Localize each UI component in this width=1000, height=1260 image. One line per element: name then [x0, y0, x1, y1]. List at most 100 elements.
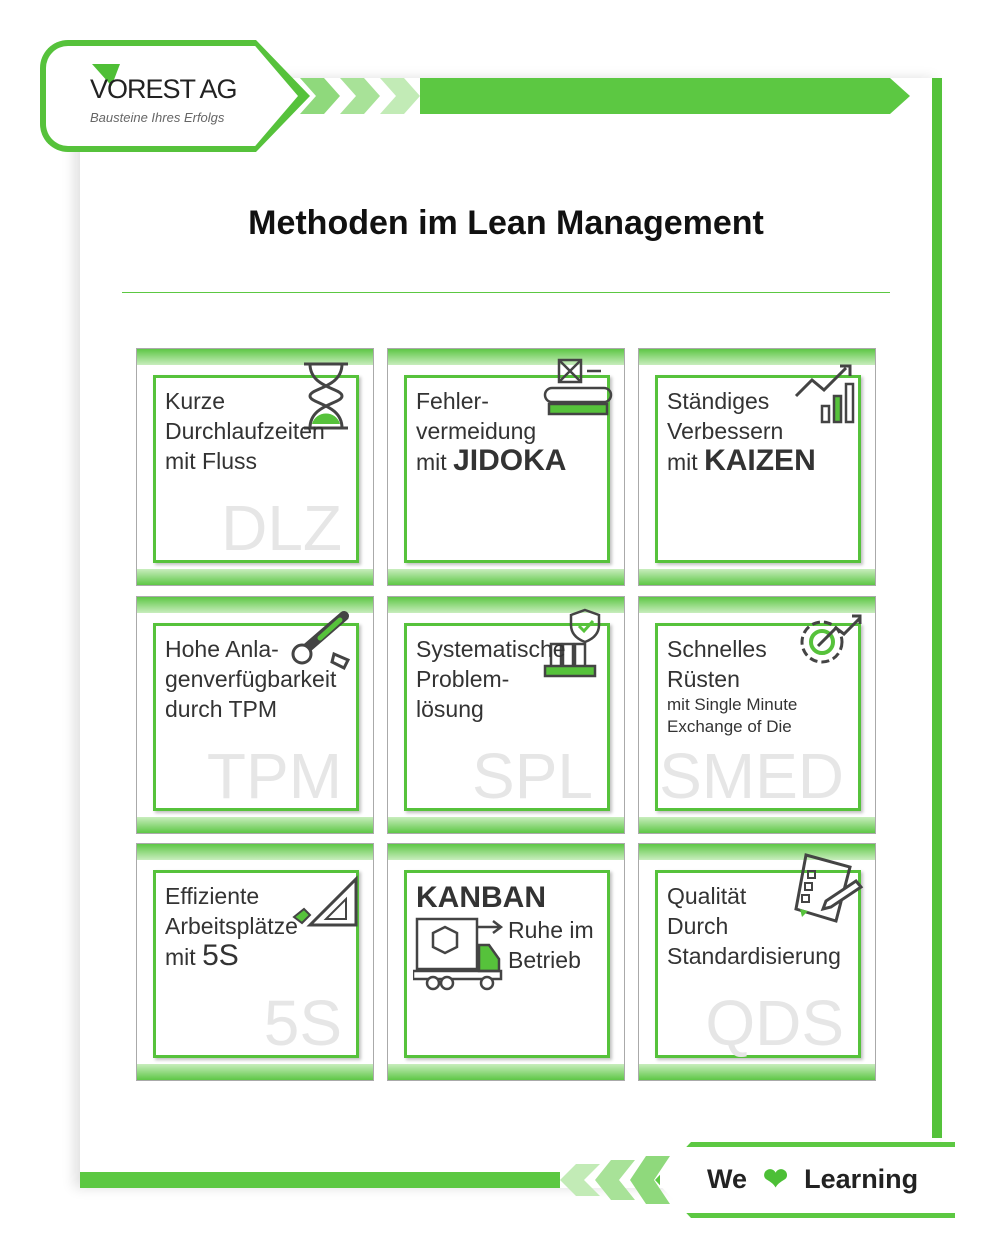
tile-line-text: Durch — [667, 913, 729, 939]
tile-watermark — [658, 496, 858, 560]
tile-line: genverfügbarkeit — [165, 664, 352, 694]
tile-line-text: Verbessern — [667, 418, 784, 444]
tile-line: mit KAIZEN — [667, 446, 854, 477]
page-title: Methoden im Lean Management — [248, 204, 764, 242]
tile-line: vermeidung — [416, 416, 603, 446]
tile-line: Qualität — [667, 881, 854, 911]
tile-line-text: Rüsten — [667, 666, 740, 692]
tile-line-text: Fehler- — [416, 388, 489, 414]
tile-band-top — [639, 349, 875, 365]
footer-we: We — [707, 1164, 748, 1194]
tile-line-text: Qualität — [667, 883, 747, 909]
tile-line-text: Exchange of Die — [667, 717, 792, 736]
tile-line-text: Ruhe im — [508, 917, 594, 943]
logo-banner — [40, 40, 305, 152]
tile-watermark: QDS — [705, 987, 844, 1059]
tile-line: Ruhe im — [416, 915, 603, 945]
tile-line-text: durch TPM — [165, 696, 278, 722]
tile-line: lösung — [416, 694, 603, 724]
tile-line: Schnelles — [667, 634, 854, 664]
tile-watermark — [407, 991, 607, 1055]
tile-band-bottom — [137, 817, 373, 833]
truck-box-icon — [413, 917, 503, 991]
tile-line-text: Problem- — [416, 666, 510, 692]
tile-band-bottom — [639, 569, 875, 585]
divider — [122, 292, 890, 293]
tile-watermark — [407, 496, 607, 560]
checklist-pen-icon — [794, 853, 864, 923]
tile-line-strong: 5S — [202, 939, 239, 972]
tile-line: Kurze — [165, 386, 352, 416]
tile-band-bottom — [388, 569, 624, 585]
tile-band-top — [137, 349, 373, 365]
tile-line: Ständiges — [667, 386, 854, 416]
wrench-icon — [291, 611, 351, 671]
tile-line-text: Durchlaufzeiten — [165, 418, 325, 444]
tile-line-text: mit — [416, 449, 454, 475]
tile-line-text: Ständiges — [667, 388, 770, 414]
tile-line-text: Betrieb — [508, 947, 581, 973]
tile-band-top — [639, 844, 875, 860]
tile-line: Effiziente — [165, 881, 352, 911]
footer-banner — [655, 1142, 955, 1218]
tile-line-text: Arbeitsplätze — [165, 913, 298, 939]
conveyor-icon — [543, 358, 613, 416]
tile-line: Fehler- — [416, 386, 603, 416]
tile-watermark: 5S — [263, 987, 342, 1059]
tile-line: mit JIDOKA — [416, 446, 603, 477]
tile-band-bottom — [388, 817, 624, 833]
tile-line: durch TPM — [165, 694, 352, 724]
tile-line: KANBAN — [416, 881, 603, 915]
footer-learning: Learning — [804, 1164, 919, 1194]
tile-watermark: SMED — [659, 740, 844, 812]
tile-line-text: mit — [165, 944, 203, 970]
footer-slogan: We ❤ Learning — [707, 1162, 918, 1197]
tile-line-text: mit Fluss — [165, 448, 257, 474]
tile-band-top — [137, 844, 373, 860]
tile-band-bottom — [639, 817, 875, 833]
ruler-triangle-icon — [292, 875, 358, 927]
tile-line: mit 5S — [165, 941, 352, 972]
tile-band-bottom — [137, 569, 373, 585]
tile-line: Exchange of Die — [667, 716, 854, 738]
growth-chart-icon — [794, 364, 855, 424]
tile-band-top — [388, 844, 624, 860]
tile-line: Arbeitsplätze — [165, 911, 352, 941]
tile-line-text: Effiziente — [165, 883, 260, 909]
tile-line-text: mit Single Minute — [667, 695, 798, 714]
tile-line: Problem- — [416, 664, 603, 694]
tile-line-text: Hohe Anla- — [165, 636, 279, 662]
tile-line: Durchlaufzeiten — [165, 416, 352, 446]
tile-line-text: Schnelles — [667, 636, 767, 662]
top-bar — [420, 78, 910, 114]
tile-line: Durch — [667, 911, 854, 941]
tile-line: Hohe Anla- — [165, 634, 352, 664]
tile-band-bottom — [639, 1064, 875, 1080]
tile-line-text: Kurze — [165, 388, 226, 414]
tile-band-top — [388, 597, 624, 613]
tile-band-top — [137, 597, 373, 613]
tile-line-text: lösung — [416, 696, 484, 722]
tile-line-text: Standardisierung — [667, 943, 841, 969]
tile-line: mit Fluss — [165, 446, 352, 476]
logo-name: VOREST AG — [90, 74, 238, 104]
